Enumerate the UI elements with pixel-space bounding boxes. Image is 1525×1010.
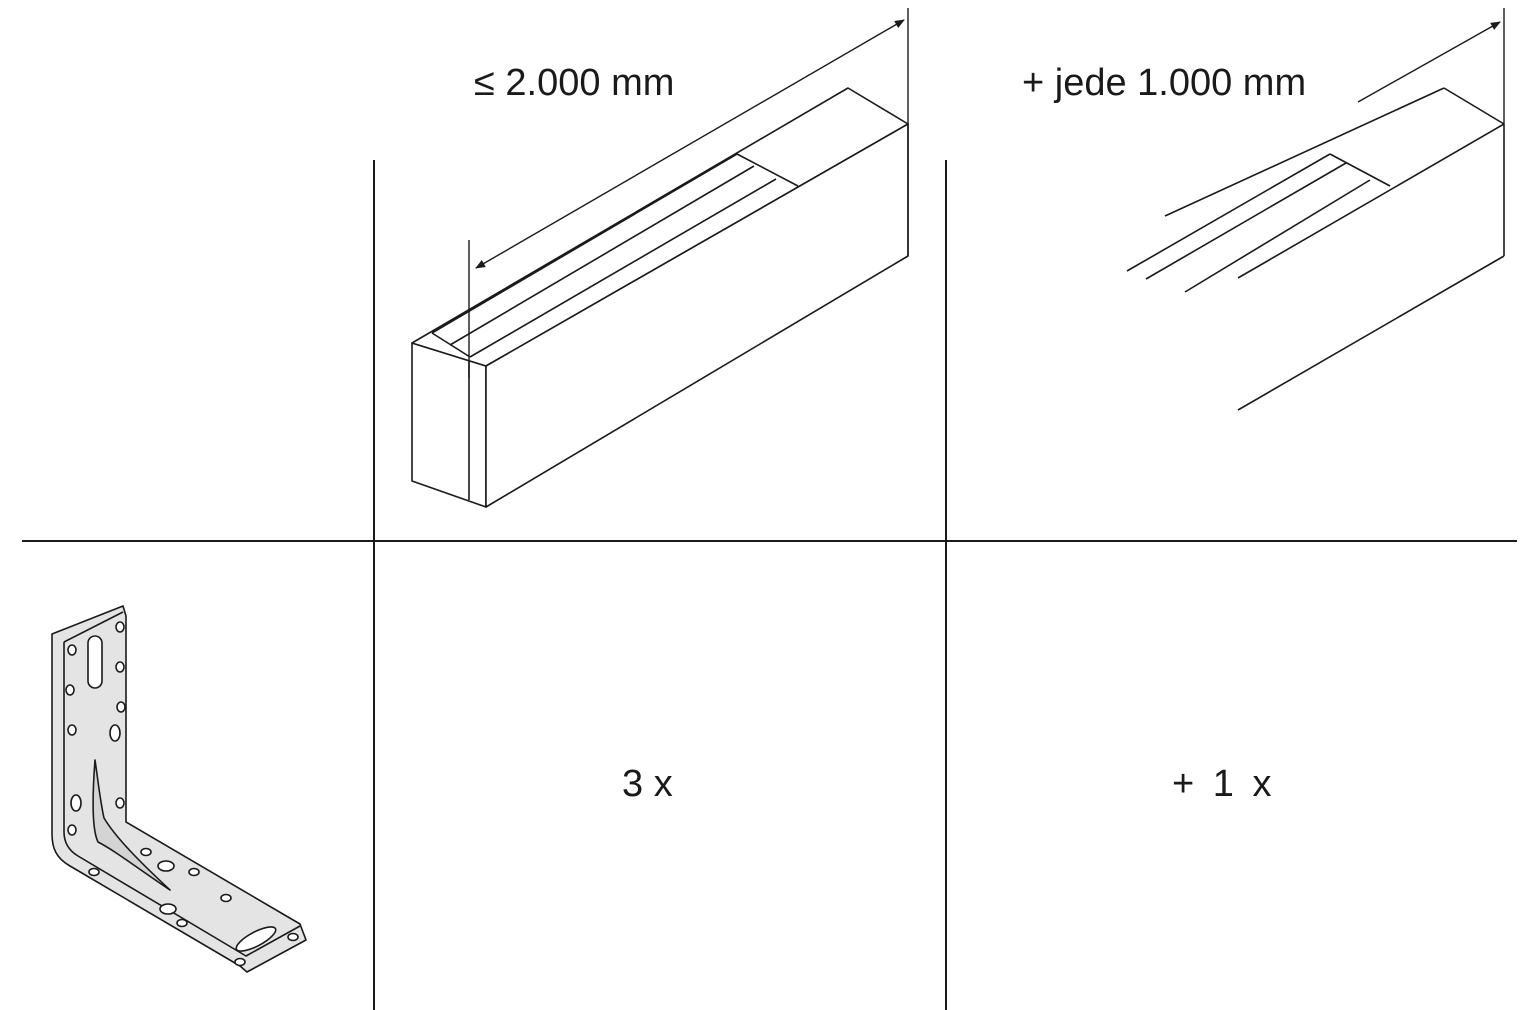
max-length-label: ≤ 2.000 mm [474,62,675,104]
bracket-inner-bend [63,642,301,957]
base-quantity-label: 3 x [622,763,673,805]
table-grid [22,160,1517,1010]
extension-dimension-arrow-line [1357,21,1501,103]
additional-length-label: + jede 1.000 mm [1022,62,1307,104]
beam-front-face [411,342,487,508]
extension-groove-end [1329,153,1391,187]
length-dimension [468,8,909,378]
timber-beam-icon [411,87,909,508]
extension-groove-3 [1184,179,1371,293]
extension-side-bottom-edge [1237,255,1505,411]
beam-top-groove-start [431,332,471,358]
extension-dimension [1357,8,1505,124]
extension-groove-2 [1145,162,1347,280]
dimension-arrow-line [475,19,905,269]
extension-top-back-edge [1164,87,1445,217]
bracket-top-edge [63,611,124,643]
extension-top-front-edge [1237,123,1505,279]
extension-groove-1 [1126,153,1331,272]
bracket-slot-hole-horizontal [235,926,277,952]
bracket-stiffening-rib [92,759,171,891]
extension-top-end-edge [1443,87,1505,125]
angle-bracket-icon [51,605,307,973]
additional-quantity-label: + 1 x [1172,763,1272,805]
bracket-slot-hole-vertical [87,635,103,689]
bracket-body [51,605,307,973]
beam-extension-icon [1126,87,1505,411]
bracket-holes [65,621,299,967]
